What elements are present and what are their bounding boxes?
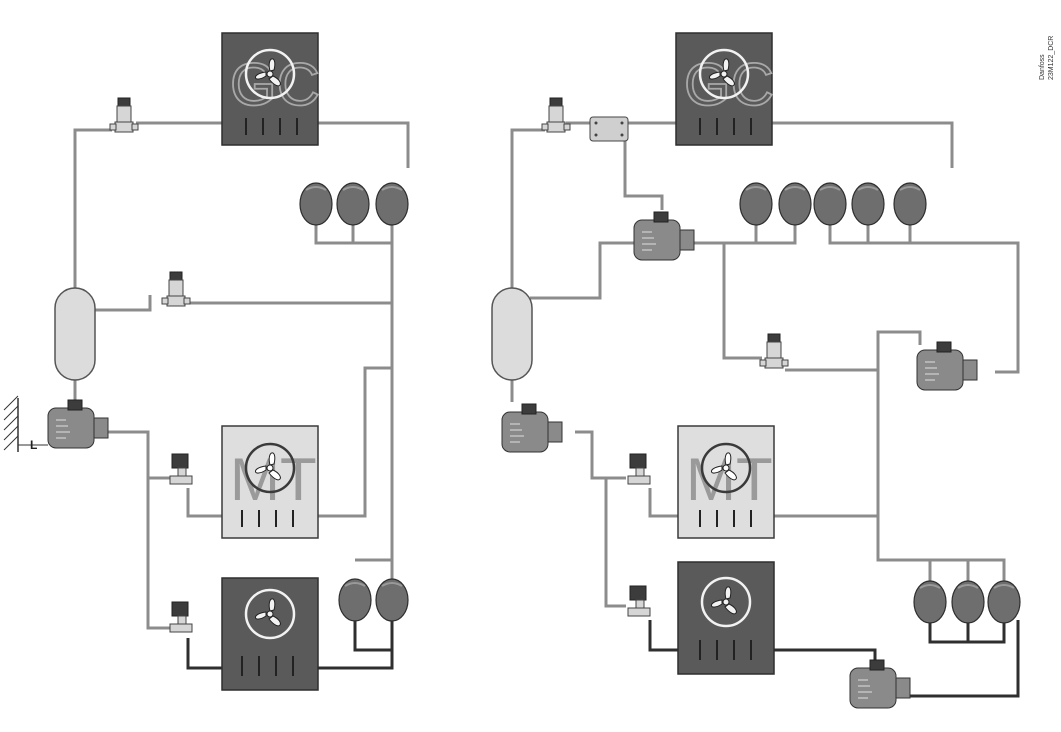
lt-evaporator-left — [221, 577, 319, 691]
compressor-icon — [778, 182, 812, 226]
solenoid-valve-icon — [627, 453, 651, 485]
level-label: L — [30, 438, 37, 452]
ejector-icon — [916, 341, 978, 391]
solenoid-valve-icon — [627, 585, 651, 617]
mt-evaporator-left: MT — [221, 425, 319, 539]
ejector-icon — [47, 399, 109, 449]
compressor-icon — [893, 182, 927, 226]
compressor-icon — [375, 182, 409, 226]
compressor-icon — [851, 182, 885, 226]
lt-evaporator-right — [677, 561, 775, 675]
compressor-icon — [739, 182, 773, 226]
drawing-code: Danfoss 23M122_DCR — [1039, 36, 1055, 80]
right-system: GC — [491, 32, 1021, 709]
compressor-icon — [913, 580, 947, 624]
level-hatch: L — [3, 395, 48, 452]
compressor-icon — [299, 182, 333, 226]
drawing-code-line2: 23M122_DCR — [1048, 36, 1055, 80]
valve-icon — [161, 271, 191, 307]
ejector-icon — [849, 659, 911, 709]
ejector-icon — [633, 211, 695, 261]
ejector-icon — [501, 403, 563, 453]
solenoid-valve-icon — [169, 601, 193, 633]
drawing-code-line1: Danfoss — [1039, 54, 1046, 80]
valve-icon — [109, 97, 139, 133]
left-system: GC L — [3, 32, 410, 691]
mt-evaporator-right: MT — [677, 425, 775, 539]
compressor-icon — [813, 182, 847, 226]
compressor-icon — [338, 578, 372, 622]
valve-icon — [541, 97, 571, 133]
compressor-icon — [951, 580, 985, 624]
compressor-icon — [375, 578, 409, 622]
gas-cooler-left: GC — [221, 32, 321, 146]
receiver-icon — [491, 287, 533, 381]
solenoid-valve-icon — [169, 453, 193, 485]
gas-cooler-right: GC — [675, 32, 775, 146]
manifold-block — [589, 116, 629, 142]
compressor-icon — [336, 182, 370, 226]
valve-icon — [759, 333, 789, 369]
compressor-icon — [987, 580, 1021, 624]
receiver-icon — [54, 287, 96, 381]
